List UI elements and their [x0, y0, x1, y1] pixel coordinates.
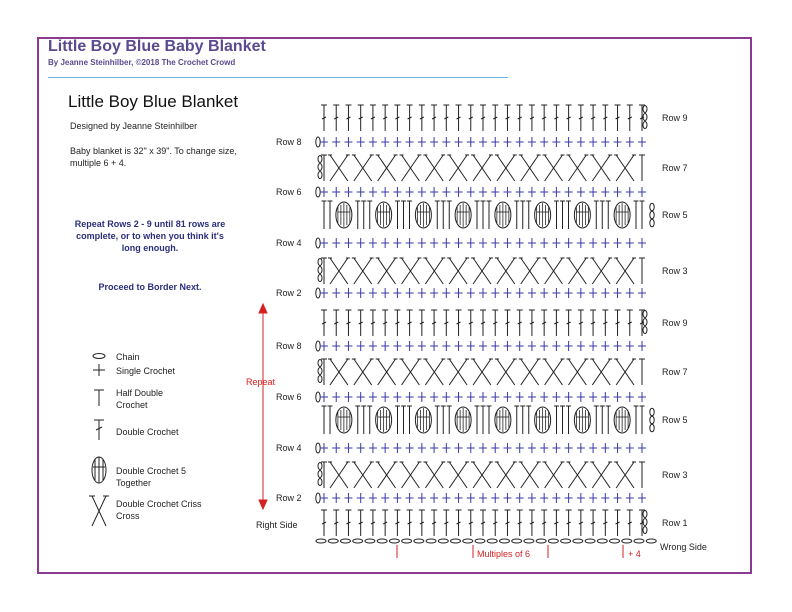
multiples-label: Multiples of 6 [477, 549, 530, 559]
stitch-row-5 [321, 200, 655, 229]
row-label-4: Row 6 [276, 187, 302, 197]
row-label-5: Row 5 [662, 210, 688, 220]
stitch-row-7 [317, 257, 645, 285]
row-label-1: Row 9 [662, 113, 688, 123]
single-crochet-icon [93, 364, 105, 376]
stitch-row-1 [321, 104, 648, 131]
byline: By Jeanne Steinhilber, ©2018 The Crochet… [48, 58, 236, 67]
legend-label-dc5tog: Double Crochet 5 Together [116, 466, 187, 488]
row-label-10: Row 8 [276, 341, 302, 351]
header-divider [48, 77, 508, 78]
stitch-row-12 [315, 391, 646, 403]
stitch-row-4 [315, 186, 646, 198]
half-double-crochet-icon [94, 389, 104, 406]
legend-label-half-double-crochet: Half Double Crochet [116, 388, 164, 410]
row-label-15: Row 3 [662, 470, 688, 480]
row-label-13: Row 5 [662, 415, 688, 425]
row-label-3: Row 7 [662, 163, 688, 173]
repeat-label: Repeat [246, 377, 276, 387]
stitch-row-8 [315, 287, 646, 299]
row-label-8: Row 2 [276, 288, 302, 298]
row-label-16: Row 2 [276, 493, 302, 503]
legend-label-single-crochet: Single Crochet [116, 366, 176, 376]
double-crochet-5-together-icon [91, 456, 107, 484]
page-title: Little Boy Blue Baby Blanket [48, 38, 266, 55]
page-frame [37, 37, 752, 574]
row-label-17: Row 1 [662, 518, 688, 528]
row-label-9: Row 9 [662, 318, 688, 328]
row-label-14: Row 4 [276, 443, 302, 453]
double-crochet-icon [94, 419, 104, 440]
designer-credit: Designed by Jeanne Steinhilber [70, 121, 198, 131]
legend-label-double-crochet: Double Crochet [116, 427, 179, 437]
stitch-row-6 [315, 237, 646, 249]
plus-four-label: + 4 [628, 549, 641, 559]
size-description: Baby blanket is 32" x 39". To change siz… [70, 146, 237, 168]
legend-icons [89, 353, 109, 527]
stitch-row-3 [317, 154, 645, 182]
stitch-row-9 [321, 309, 648, 336]
row-label-11: Row 7 [662, 367, 688, 377]
row-labels: Row 9 Row 8 Row 7 Row 6 Row 5 Row 4 Row 3 Row 2… [276, 113, 688, 528]
stitch-row-2 [315, 136, 646, 148]
proceed-note: Proceed to Border Next. [98, 282, 202, 292]
wrong-side-label: Wrong Side [660, 542, 707, 552]
multiples-markers [396, 545, 624, 558]
right-side-label: Right Side [256, 520, 298, 530]
legend-label-dc-criss-cross: Double Crochet Criss Cross [116, 499, 202, 521]
stitch-row-11 [317, 358, 645, 386]
row-label-7: Row 3 [662, 266, 688, 276]
stitch-rows [315, 104, 657, 544]
row-label-6: Row 4 [276, 238, 302, 248]
stitch-row-13 [321, 405, 655, 434]
chain-icon [92, 353, 106, 359]
legend-label-chain: Chain [116, 352, 140, 362]
stitch-row-14 [315, 442, 646, 454]
pattern-title: Little Boy Blue Blanket [68, 92, 239, 111]
repeat-bracket [258, 302, 268, 511]
repeat-instructions: Repeat Rows 2 - 9 until 81 rows are comp… [74, 219, 226, 253]
stitch-row-10 [315, 340, 646, 352]
stitch-row-15 [317, 461, 645, 489]
stitch-row-16 [315, 492, 646, 504]
double-crochet-criss-cross-icon [89, 495, 109, 527]
row-label-2: Row 8 [276, 137, 302, 147]
row-label-12: Row 6 [276, 392, 302, 402]
stitch-row-17 [315, 509, 657, 544]
